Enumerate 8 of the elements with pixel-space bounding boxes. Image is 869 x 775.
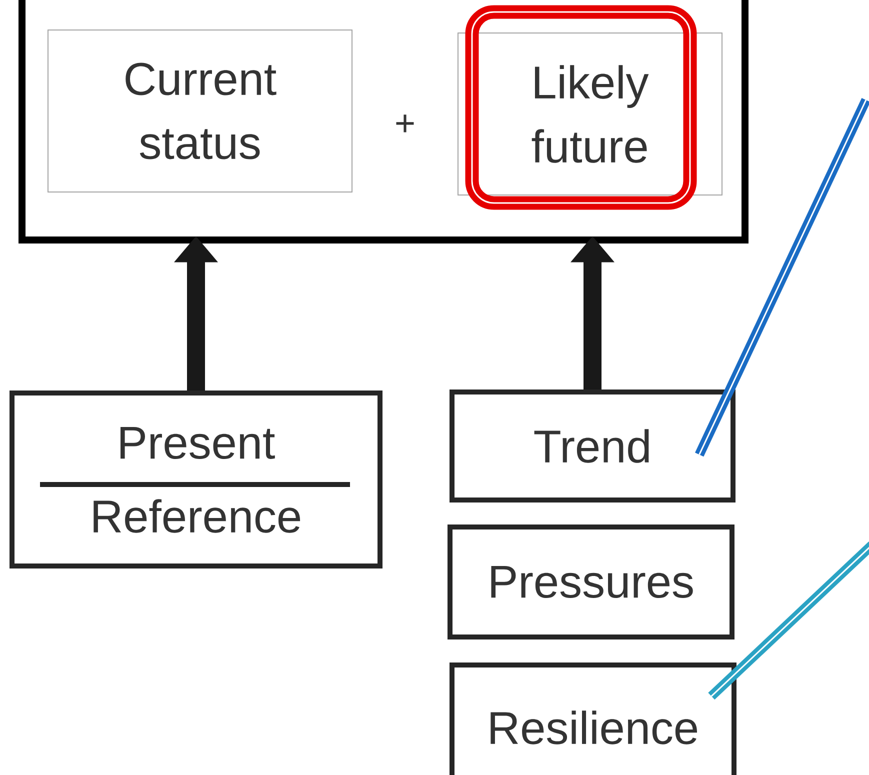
text-box: Pressures	[448, 524, 734, 640]
plus-sign: +	[396, 114, 414, 132]
text-box: Trend	[450, 390, 736, 502]
text-box: Resilience	[450, 662, 736, 775]
frame-box	[18, 0, 748, 244]
text-box: Current status	[48, 30, 352, 192]
fraction-box: Present Reference	[10, 390, 382, 568]
text-box: Likely future	[458, 32, 722, 196]
